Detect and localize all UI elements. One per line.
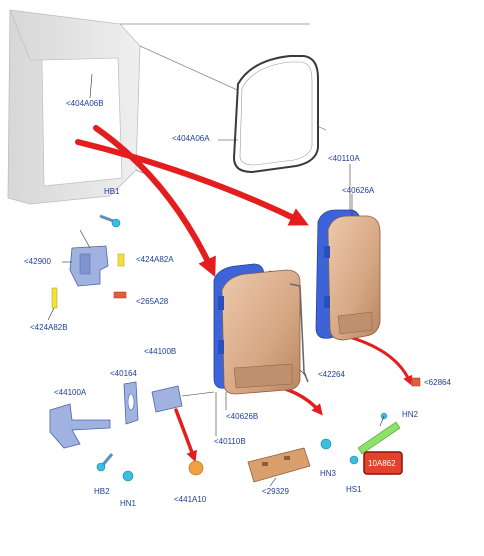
rear-window-glass[interactable] bbox=[232, 55, 319, 174]
label-hn3[interactable]: HN3 bbox=[320, 469, 337, 478]
bumper-441a10[interactable] bbox=[188, 460, 204, 476]
highlighted-part-callout[interactable]: 10A862 bbox=[363, 451, 403, 475]
upper-hinge-assembly[interactable] bbox=[69, 229, 109, 287]
part-labels: <404A06B <404A06A <40110A <40626A HB1 <4… bbox=[24, 99, 451, 508]
label-42264[interactable]: <42264 bbox=[318, 370, 345, 379]
label-40164[interactable]: <40164 bbox=[110, 369, 137, 378]
clip-62864[interactable] bbox=[411, 377, 421, 387]
label-42900[interactable]: <42900 bbox=[24, 257, 51, 266]
screw-hs1[interactable] bbox=[349, 455, 359, 465]
label-441a10[interactable]: <441A10 bbox=[174, 495, 207, 504]
leader-lines bbox=[47, 73, 353, 487]
highlighted-part-label: 10A862 bbox=[368, 459, 396, 468]
label-hb1[interactable]: HB1 bbox=[104, 187, 120, 196]
hinge-link-44100b[interactable] bbox=[151, 385, 215, 413]
nut-hn3[interactable] bbox=[320, 438, 332, 450]
van-body bbox=[7, 9, 327, 205]
fastener-265a28[interactable] bbox=[113, 291, 127, 299]
label-40110b[interactable]: <40110B bbox=[214, 437, 246, 446]
right-rear-door-assembly[interactable] bbox=[315, 209, 381, 341]
part-10a862[interactable] bbox=[357, 421, 401, 455]
label-44100a[interactable]: <44100A bbox=[54, 388, 87, 397]
label-424a82b[interactable]: <424A82B bbox=[30, 323, 68, 332]
label-62864[interactable]: <62864 bbox=[424, 378, 451, 387]
label-40110a[interactable]: <40110A bbox=[328, 154, 360, 163]
label-hs1[interactable]: HS1 bbox=[346, 485, 362, 494]
nut-hn2[interactable] bbox=[379, 412, 388, 427]
label-40626b[interactable]: <40626B bbox=[226, 412, 258, 421]
clip-424a82b[interactable] bbox=[51, 287, 58, 309]
label-40626a[interactable]: <40626A bbox=[342, 186, 375, 195]
label-404a06a[interactable]: <404A06A bbox=[172, 134, 210, 143]
label-404a06b[interactable]: <404A06B bbox=[66, 99, 104, 108]
door-weatherstrip[interactable] bbox=[289, 283, 309, 383]
nut-hn1[interactable] bbox=[122, 470, 134, 482]
label-424a82a[interactable]: <424A82A bbox=[136, 255, 174, 264]
bracket-40164[interactable] bbox=[123, 381, 139, 425]
trim-panel-29329[interactable] bbox=[247, 447, 311, 483]
bolt-hb2[interactable] bbox=[96, 453, 114, 472]
clip-424a82a[interactable] bbox=[117, 253, 125, 267]
label-hn2[interactable]: HN2 bbox=[402, 410, 419, 419]
label-29329[interactable]: <29329 bbox=[262, 487, 289, 496]
label-hb2[interactable]: HB2 bbox=[94, 487, 110, 496]
label-hn1[interactable]: HN1 bbox=[120, 499, 137, 508]
label-265a28[interactable]: <265A28 bbox=[136, 297, 169, 306]
lower-hinge-44100a[interactable] bbox=[49, 403, 111, 449]
label-44100b[interactable]: <44100B bbox=[144, 347, 176, 356]
left-rear-door-assembly[interactable] bbox=[213, 263, 301, 395]
bolt-hb1[interactable] bbox=[99, 214, 121, 228]
